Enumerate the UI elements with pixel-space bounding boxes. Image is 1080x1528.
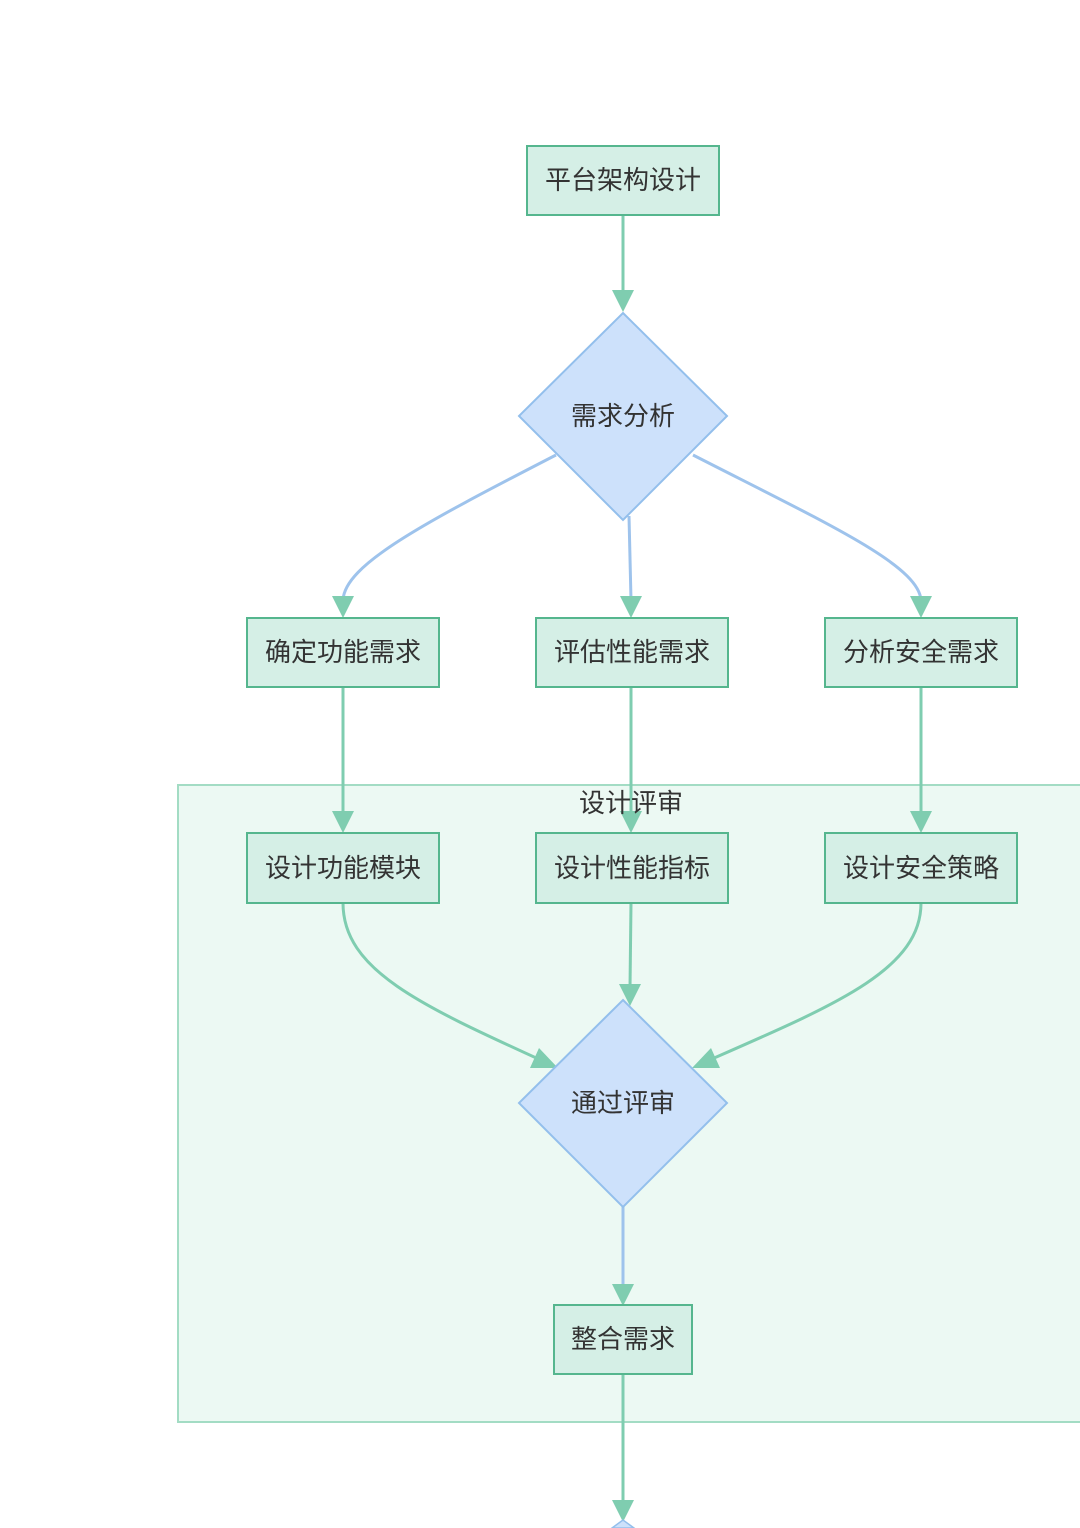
node-label: 设计性能指标	[554, 854, 710, 884]
arrowhead	[332, 596, 354, 618]
edge-strategy-to-review	[704, 902, 923, 1064]
node-label: 平台架构设计	[545, 166, 701, 196]
process-box	[526, 145, 720, 216]
arrowhead	[910, 811, 932, 833]
arrowhead	[612, 290, 634, 312]
node-security-strategy[interactable]: 设计安全策略	[824, 832, 1018, 904]
subgraph-label: 设计评审	[579, 789, 683, 819]
process-box	[246, 617, 440, 688]
arrowhead	[530, 1048, 558, 1068]
node-review-passed[interactable]: 通过评审	[517, 998, 729, 1209]
node-label: 设计功能模块	[265, 854, 421, 884]
node-label: 通过评审	[571, 1089, 675, 1119]
edges-layer	[332, 215, 932, 1528]
node-requirement-analysis[interactable]: 需求分析	[517, 311, 729, 522]
process-box	[535, 832, 729, 904]
process-box	[553, 1304, 693, 1375]
process-box	[246, 832, 440, 904]
edge-analysis-to-security	[692, 453, 923, 601]
node-label: 需求分析	[571, 402, 675, 432]
arrowhead	[612, 1500, 634, 1522]
process-box	[824, 617, 1018, 688]
node-performance-metrics[interactable]: 设计性能指标	[535, 832, 729, 904]
node-label: 分析安全需求	[843, 638, 999, 668]
node-label: 设计安全策略	[843, 854, 999, 884]
arrowhead	[332, 811, 354, 833]
arrowhead	[620, 596, 642, 618]
node-label: 评估性能需求	[554, 638, 710, 668]
node-security-requirements[interactable]: 分析安全需求	[824, 617, 1018, 688]
node-integrate-requirements[interactable]: 整合需求	[553, 1304, 693, 1375]
node-performance-requirements[interactable]: 评估性能需求	[535, 617, 729, 688]
arrowhead	[910, 596, 932, 618]
node-functional-requirements[interactable]: 确定功能需求	[246, 617, 440, 688]
node-label: 整合需求	[571, 1325, 675, 1355]
arrowhead	[620, 811, 642, 833]
edge-analysis-to-performance	[627, 515, 633, 601]
edge-metrics-to-review	[628, 902, 633, 989]
process-box	[535, 617, 729, 688]
node-label: 确定功能需求	[265, 638, 421, 668]
decision-diamond	[517, 998, 729, 1209]
edge-modules-to-review	[341, 902, 546, 1064]
arrowhead	[619, 984, 641, 1006]
node-platform-design[interactable]: 平台架构设计	[526, 145, 720, 216]
edge-analysis-to-functional	[341, 453, 557, 601]
next-node-tip	[610, 1519, 636, 1528]
arrowhead	[692, 1048, 720, 1068]
node-functional-modules[interactable]: 设计功能模块	[246, 832, 440, 904]
process-box	[824, 832, 1018, 904]
decision-diamond	[517, 311, 729, 522]
arrowhead	[612, 1284, 634, 1306]
